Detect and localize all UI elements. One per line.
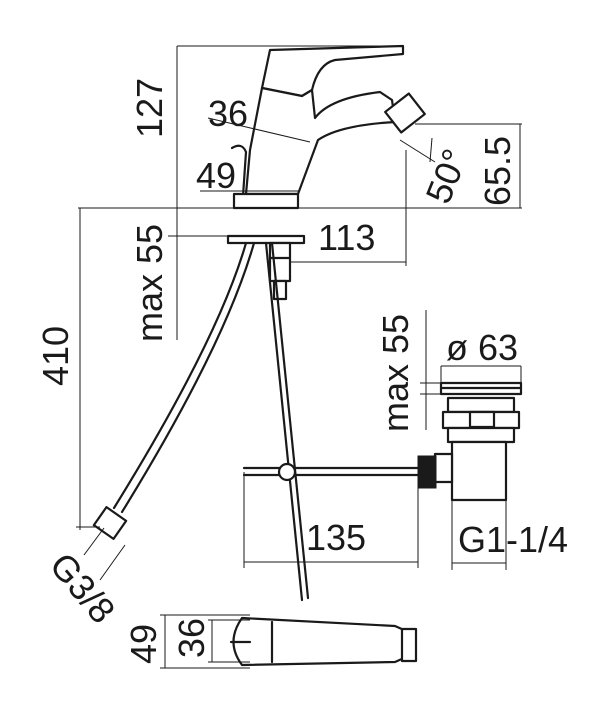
faucet-plan-view — [229, 616, 418, 667]
dim-max-thickness-drain: max 55 — [375, 314, 416, 432]
plan-body — [232, 616, 406, 667]
plan-aerator — [400, 627, 418, 663]
dim-max-thickness-faucet: max 55 — [129, 224, 170, 342]
lever-handle — [260, 44, 405, 98]
drain-body-upper — [446, 396, 516, 414]
drain-assembly — [242, 381, 523, 502]
popup-rod-knob — [230, 144, 248, 198]
dimension-lines — [76, 45, 522, 669]
dim-drain-diameter: ø 63 — [446, 327, 518, 368]
dim-plan-width-outer: 49 — [123, 624, 164, 664]
drain-window — [468, 410, 496, 429]
dim-plan-width-inner: 36 — [171, 618, 212, 658]
faucet-body — [244, 86, 397, 196]
dim-drain-thread: G1-1/4 — [458, 519, 568, 560]
dim-rod-length: 135 — [306, 517, 366, 558]
dim-spout-height: 65.5 — [477, 136, 518, 206]
aerator — [384, 92, 426, 134]
dim-faucet-height: 127 — [129, 78, 170, 138]
dim-spout-projection: 36 — [208, 93, 248, 134]
popup-rod-vertical — [264, 241, 304, 602]
drain-side-arm — [433, 452, 454, 484]
dim-hose-length: 410 — [35, 326, 76, 386]
dim-swivel-angle: 50° — [417, 143, 475, 209]
drain-tailpiece — [450, 440, 508, 502]
dim-reach: 113 — [318, 217, 375, 258]
flexible-hose — [120, 241, 256, 514]
dim-hose-thread: G3/8 — [42, 545, 124, 631]
hose-nut — [92, 506, 128, 540]
faucet-base — [232, 192, 300, 210]
dim-base-width: 49 — [196, 155, 236, 196]
rod-pivot-ball — [277, 462, 297, 482]
drain-knurled-nut — [417, 455, 437, 489]
faucet-side-view — [92, 44, 426, 602]
